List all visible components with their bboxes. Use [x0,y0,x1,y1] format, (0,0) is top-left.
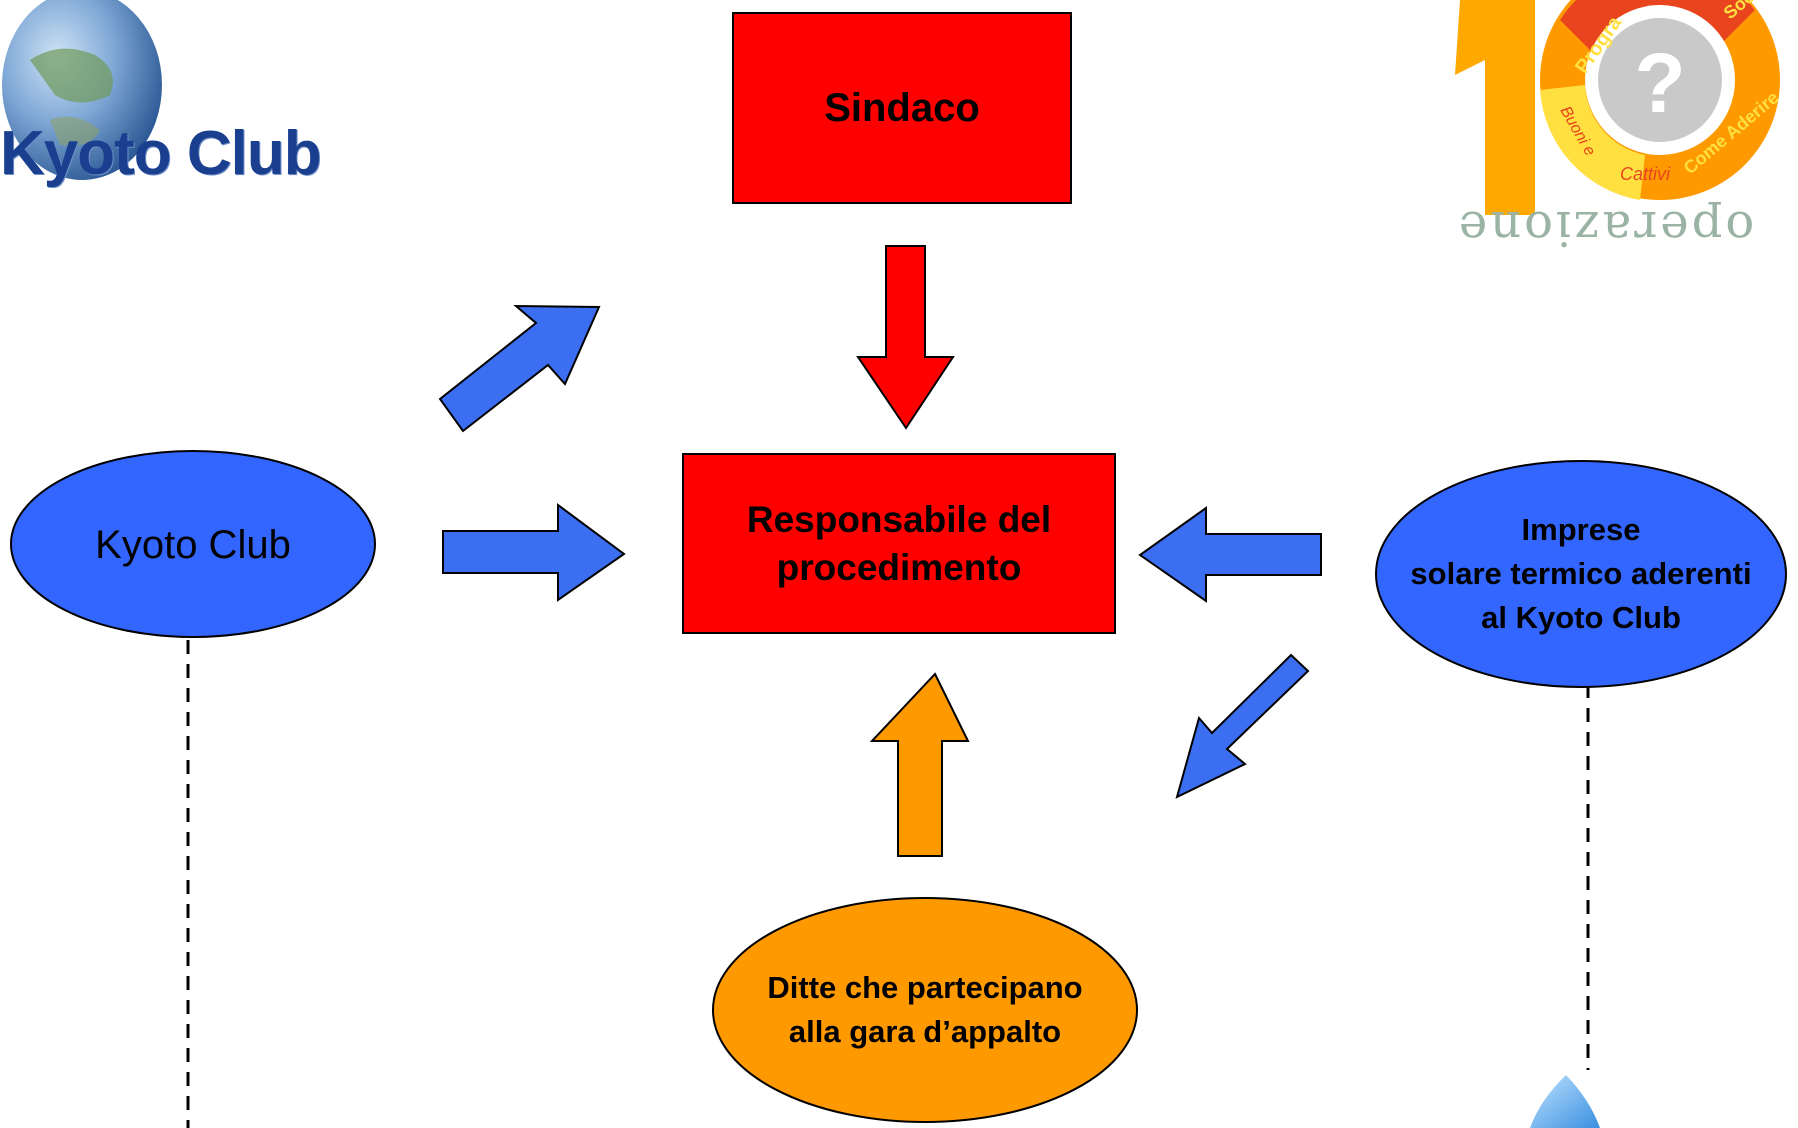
sindaco-box [732,12,1072,204]
program-logo-subtitle: operazione [1455,200,1755,256]
water-drop-icon [1530,1075,1600,1128]
program-logo: ? Progra Soci Buoni e Cattivi Come Aderi… [1455,0,1782,215]
ditte-ellipse [712,897,1138,1123]
kyoto-club-ellipse [10,450,376,638]
arrow-kyoto-to-sindaco [438,304,601,433]
arrow-imprese-to-responsabile [1138,506,1322,603]
svg-text:?: ? [1634,36,1685,130]
globe-icon [2,0,162,180]
svg-text:Cattivi: Cattivi [1620,164,1671,184]
kyoto-club-logo-text: Kyoto Club [0,119,322,188]
responsabile-box [682,453,1116,634]
question-mark-icon [1598,18,1722,142]
imprese-ellipse [1375,460,1787,688]
arrow-kyoto-to-responsabile [442,503,626,602]
arrow-sindaco-to-responsabile [856,245,955,430]
arrow-imprese-to-ditte [1175,653,1310,799]
arrow-ditte-to-responsabile [869,672,970,857]
